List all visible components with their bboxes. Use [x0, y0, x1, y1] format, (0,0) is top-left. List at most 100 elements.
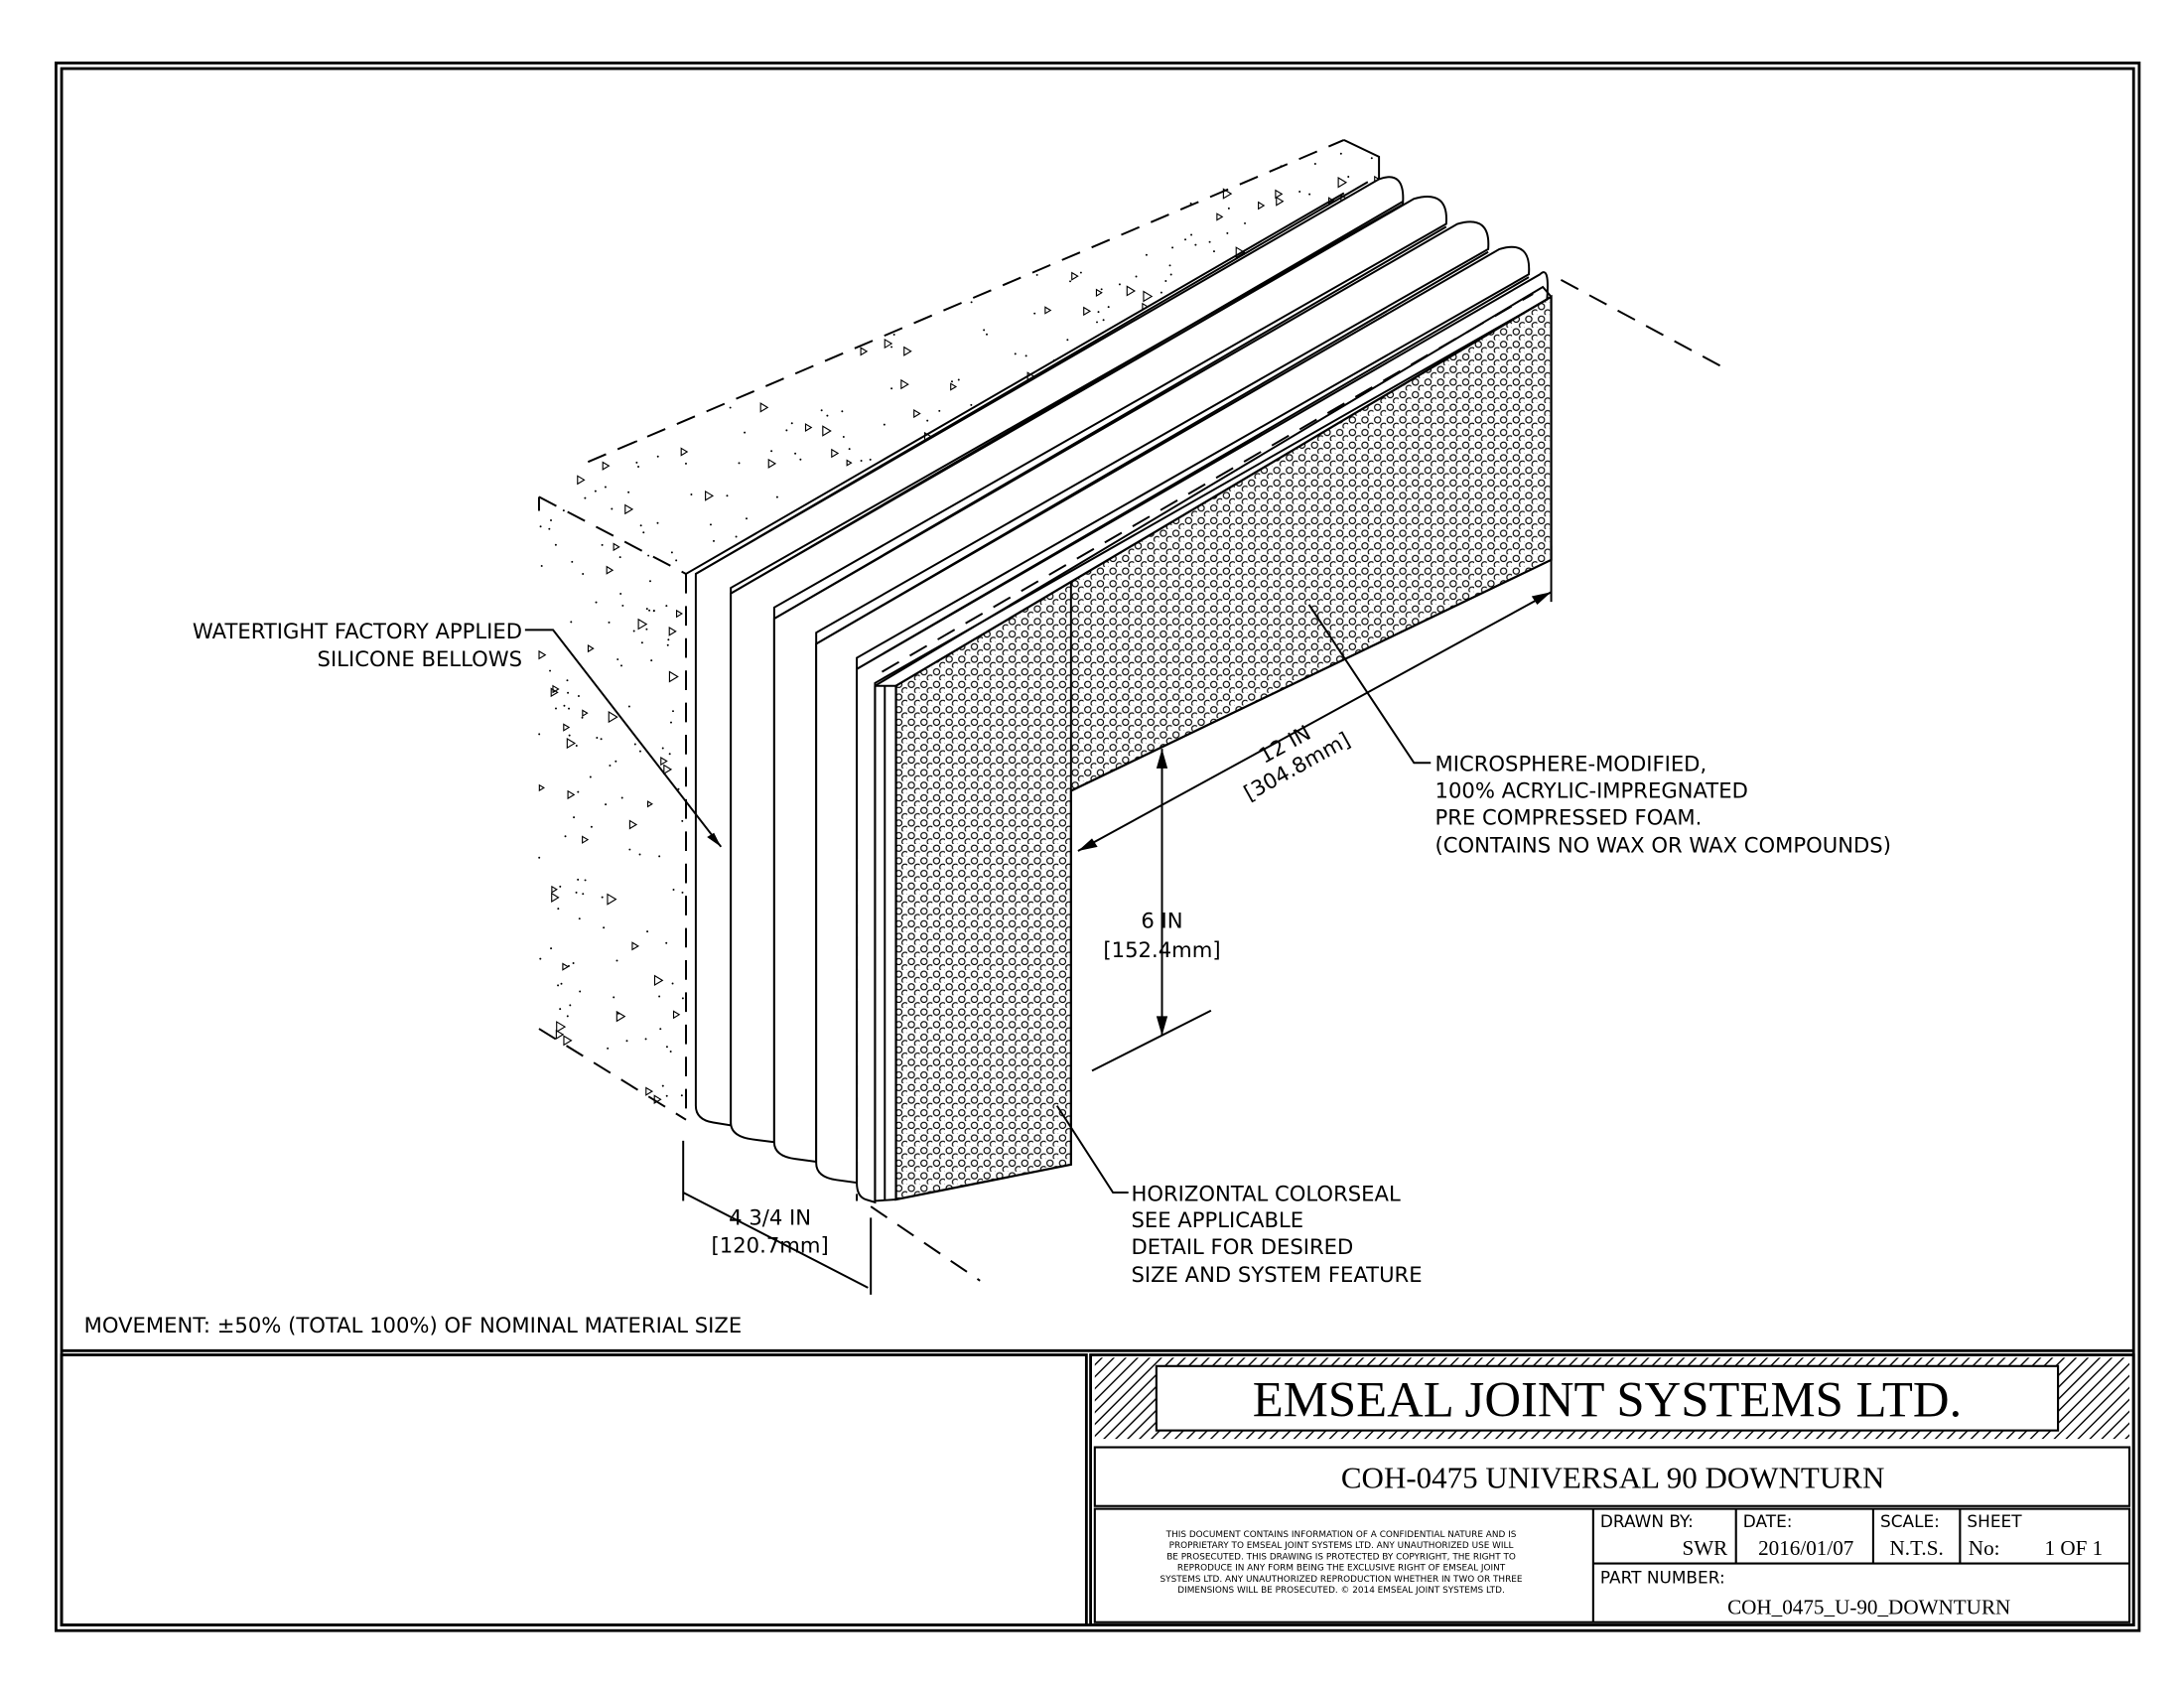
aggregate-mark — [1066, 339, 1069, 342]
aggregate-mark — [615, 1010, 626, 1023]
drawing-title: COH-0475 UNIVERSAL 90 DOWNTURN — [1341, 1460, 1884, 1494]
dimension-length: 12 IN [304.8mm] — [1240, 720, 1354, 805]
part-number-value: COH_0475_U-90_DOWNTURN — [1727, 1595, 2010, 1618]
aggregate-mark — [642, 531, 645, 534]
aggregate-mark — [584, 496, 587, 499]
aggregate-mark — [677, 787, 680, 790]
aggregate-mark — [903, 346, 912, 356]
aggregate-mark — [1033, 312, 1036, 315]
aggregate-mark — [1226, 231, 1229, 234]
aggregate-mark — [628, 819, 638, 830]
aggregate-mark — [575, 891, 578, 894]
aggregate-mark — [540, 564, 543, 567]
aggregate-mark — [648, 609, 651, 612]
aggregate-mark — [938, 409, 941, 412]
aggregate-mark — [582, 835, 590, 844]
aggregate-mark — [950, 382, 958, 391]
label-line: (CONTAINS NO WAX OR WAX COMPOUNDS) — [1435, 832, 1891, 857]
aggregate-mark — [560, 982, 563, 985]
aggregate-mark — [638, 750, 641, 753]
aggregate-mark — [653, 974, 664, 987]
aggregate-mark — [604, 486, 607, 489]
aggregate-mark — [620, 664, 622, 667]
aggregate-mark — [538, 649, 547, 660]
aggregate-mark — [1235, 246, 1246, 259]
aggregate-mark — [557, 984, 560, 987]
aggregate-mark — [1276, 196, 1285, 207]
aggregate-mark — [538, 856, 541, 859]
aggregate-mark — [675, 559, 678, 562]
aggregate-mark — [663, 764, 673, 775]
aggregate-mark — [676, 609, 683, 619]
aggregate-mark — [548, 527, 551, 530]
aggregate-mark — [650, 659, 653, 662]
aggregate-mark — [1169, 273, 1172, 276]
aggregate-mark — [684, 462, 687, 465]
aggregate-mark — [1044, 306, 1052, 315]
aggregate-mark — [668, 626, 677, 636]
aggregate-mark — [659, 1028, 662, 1031]
aggregate-mark — [883, 423, 886, 426]
aggregate-mark — [785, 429, 788, 432]
aggregate-mark — [562, 962, 570, 971]
aggregate-mark — [611, 507, 614, 510]
aggregate-mark — [606, 565, 614, 575]
label-line: MICROSPHERE-MODIFIED, — [1435, 752, 1707, 776]
aggregate-mark — [552, 684, 560, 694]
aggregate-mark — [1126, 285, 1137, 297]
aggregate-mark — [656, 455, 659, 458]
aggregate-mark — [831, 448, 840, 459]
aggregate-mark — [571, 560, 574, 563]
aggregate-mark — [665, 605, 668, 608]
aggregate-mark — [738, 462, 741, 465]
aggregate-mark — [1095, 288, 1103, 298]
title-block: EMSEAL JOINT SYSTEMS LTD. COH-0475 UNIVE… — [60, 1348, 2135, 1626]
aggregate-mark — [658, 995, 661, 998]
aggregate-mark — [1071, 271, 1079, 281]
label-line: SILICONE BELLOWS — [318, 646, 522, 671]
label-line: 100% ACRYLIC-IMPREGNATED — [1435, 777, 1748, 802]
aggregate-mark — [635, 440, 638, 443]
aggregate-mark — [584, 879, 587, 882]
aggregate-mark — [656, 521, 659, 524]
aggregate-mark — [550, 687, 559, 698]
aggregate-mark — [627, 491, 630, 493]
aggregate-mark — [665, 941, 668, 944]
aggregate-mark — [1339, 152, 1342, 155]
precompressed-foam — [856, 285, 1553, 1202]
aggregate-mark — [577, 790, 580, 793]
aggregate-mark — [1102, 319, 1105, 322]
aggregate-mark — [555, 1029, 565, 1040]
aggregate-mark — [671, 982, 674, 985]
aggregate-mark — [775, 495, 778, 498]
aggregate-mark — [799, 458, 802, 461]
aggregate-mark — [582, 893, 585, 896]
aggregate-mark — [1194, 243, 1197, 246]
aggregate-mark — [621, 604, 624, 607]
aggregate-mark — [577, 878, 580, 881]
aggregate-mark — [575, 744, 578, 747]
aggregate-mark — [615, 959, 618, 962]
sheet-value: 1 OF 1 — [2044, 1536, 2103, 1560]
aggregate-mark — [957, 378, 960, 381]
aggregate-mark — [970, 301, 973, 304]
aggregate-mark — [1142, 302, 1150, 311]
aggregate-mark — [577, 475, 586, 486]
aggregate-mark — [637, 466, 640, 468]
aggregate-mark — [607, 1047, 610, 1050]
outer-border — [55, 62, 2141, 1632]
scale-value: N.T.S. — [1890, 1536, 1944, 1560]
aggregate-mark — [826, 414, 829, 417]
aggregate-mark — [681, 891, 684, 894]
aggregate-mark — [681, 819, 684, 822]
aggregate-mark — [669, 1051, 672, 1053]
aggregate-mark — [550, 947, 553, 950]
aggregate-mark — [767, 458, 777, 469]
aggregate-mark — [582, 709, 589, 718]
aggregate-mark — [986, 333, 988, 336]
aggregate-mark — [983, 329, 986, 332]
label-foam: MICROSPHERE-MODIFIED, 100% ACRYLIC-IMPRE… — [1435, 752, 1891, 858]
aggregate-mark — [1289, 222, 1292, 225]
aggregate-mark — [900, 378, 909, 390]
